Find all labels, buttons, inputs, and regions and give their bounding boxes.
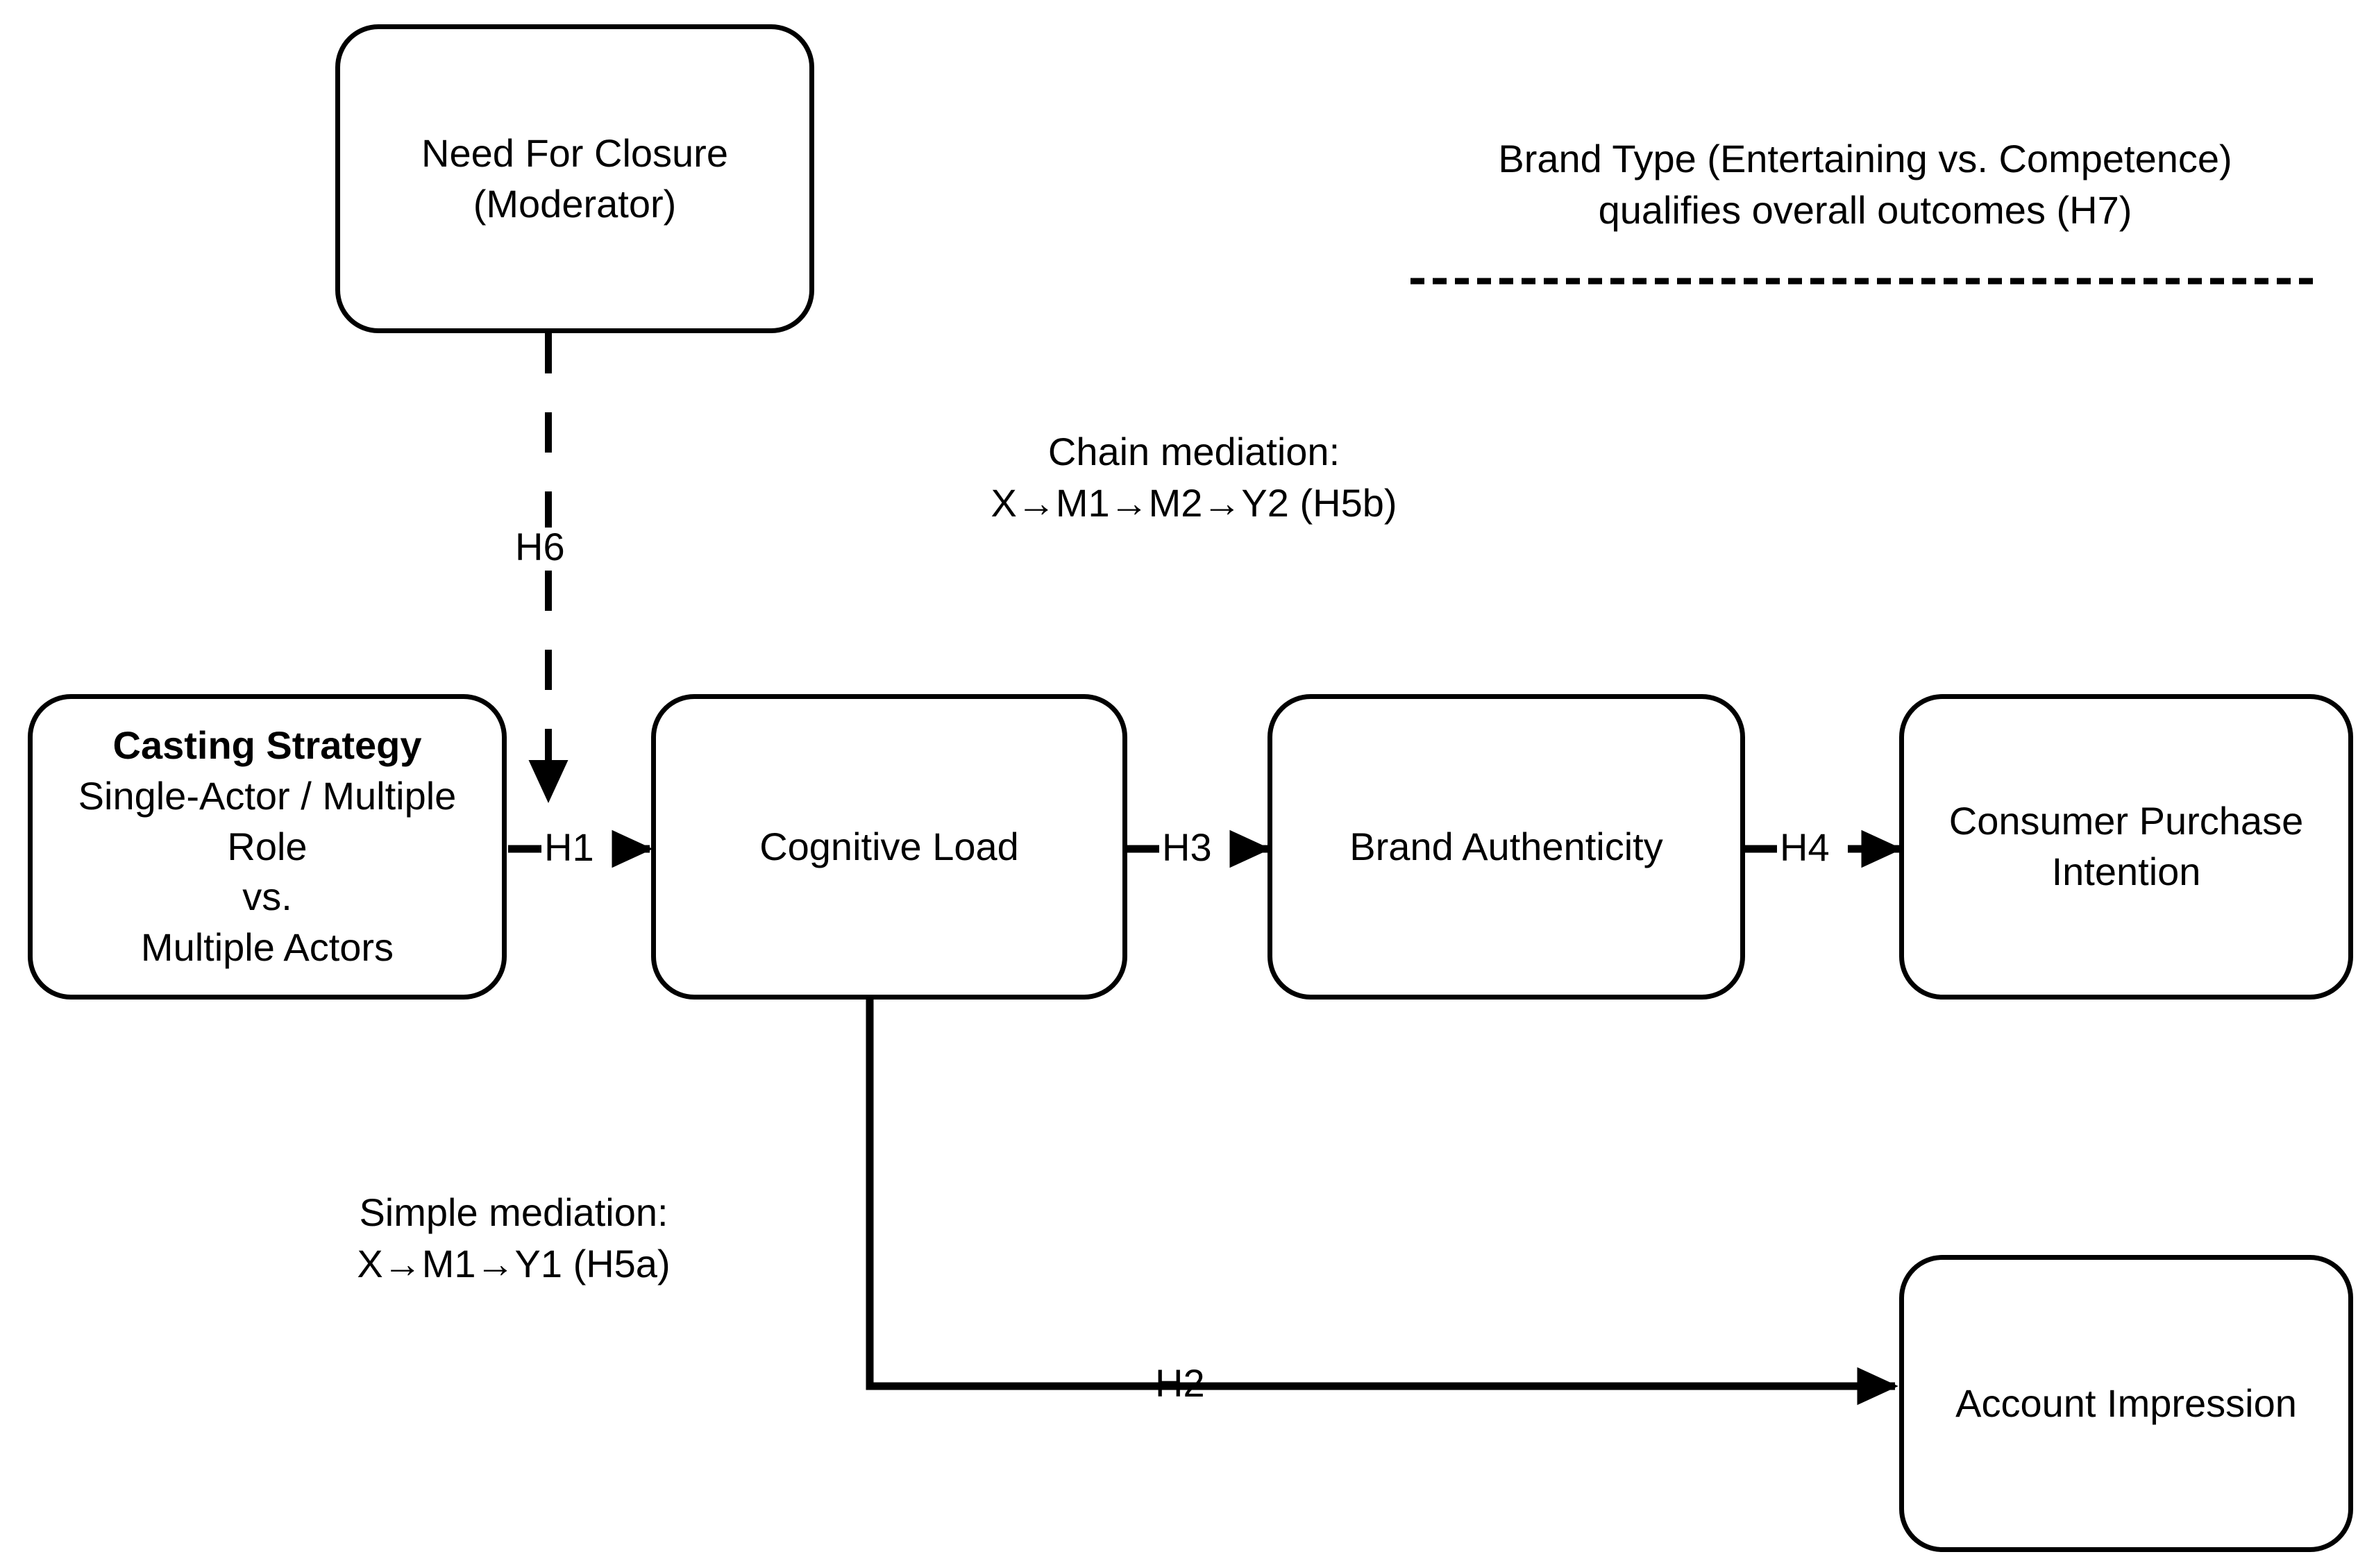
node-label-line: Cognitive Load bbox=[759, 824, 1019, 868]
node-label-line: vs. bbox=[242, 875, 292, 919]
annotation-line: X→M1→M2→Y2 (H5b) bbox=[991, 480, 1397, 525]
edge-label-h2: H2 bbox=[1155, 1361, 1205, 1405]
edge-label-h4: H4 bbox=[1777, 828, 1833, 867]
annotation-line: Chain mediation: bbox=[1047, 430, 1340, 473]
annotation-simple-mediation: Simple mediation: X→M1→Y1 (H5a) bbox=[305, 1187, 722, 1290]
node-account-impression[interactable]: Account Impression bbox=[1899, 1255, 2353, 1552]
node-label-line: (Moderator) bbox=[473, 181, 677, 226]
node-label-line: Brand Authenticity bbox=[1349, 824, 1663, 868]
annotation-line: qualifies overall outcomes (H7) bbox=[1598, 187, 2132, 232]
node-label-line: Consumer Purchase bbox=[1948, 799, 2304, 843]
annotation-line: Simple mediation: bbox=[359, 1190, 668, 1234]
node-label-line: Multiple Actors bbox=[140, 925, 394, 970]
node-label-line: Account Impression bbox=[1955, 1381, 2297, 1425]
edge-label-h1: H1 bbox=[541, 828, 597, 867]
edge-label-h6: H6 bbox=[514, 525, 566, 568]
annotation-line: X→M1→Y1 (H5a) bbox=[357, 1241, 671, 1285]
node-label-line: Single-Actor / Multiple bbox=[78, 773, 457, 818]
node-brand-authenticity[interactable]: Brand Authenticity bbox=[1268, 694, 1745, 1000]
edge-label-h3: H3 bbox=[1159, 828, 1215, 867]
edge-h2 bbox=[866, 1000, 1898, 1406]
annotation-chain-mediation: Chain mediation: X→M1→M2→Y2 (H5b) bbox=[902, 426, 1485, 529]
annotation-brand-type-moderation: Brand Type (Entertaining vs. Competence)… bbox=[1404, 133, 2327, 236]
node-consumer-purchase-intention[interactable]: Consumer Purchase Intention bbox=[1899, 694, 2353, 1000]
annotation-line: Brand Type (Entertaining vs. Competence) bbox=[1498, 137, 2232, 180]
node-label-line: Intention bbox=[2051, 850, 2201, 893]
node-cognitive-load[interactable]: Cognitive Load bbox=[651, 694, 1127, 1000]
node-need-for-closure[interactable]: Need For Closure (Moderator) bbox=[335, 24, 814, 333]
node-label-line: Need For Closure bbox=[421, 130, 728, 175]
node-casting-strategy[interactable]: Casting Strategy Single-Actor / Multiple… bbox=[28, 694, 507, 1000]
node-label-line: Role bbox=[227, 824, 308, 868]
node-label-line: Casting Strategy bbox=[112, 723, 422, 767]
